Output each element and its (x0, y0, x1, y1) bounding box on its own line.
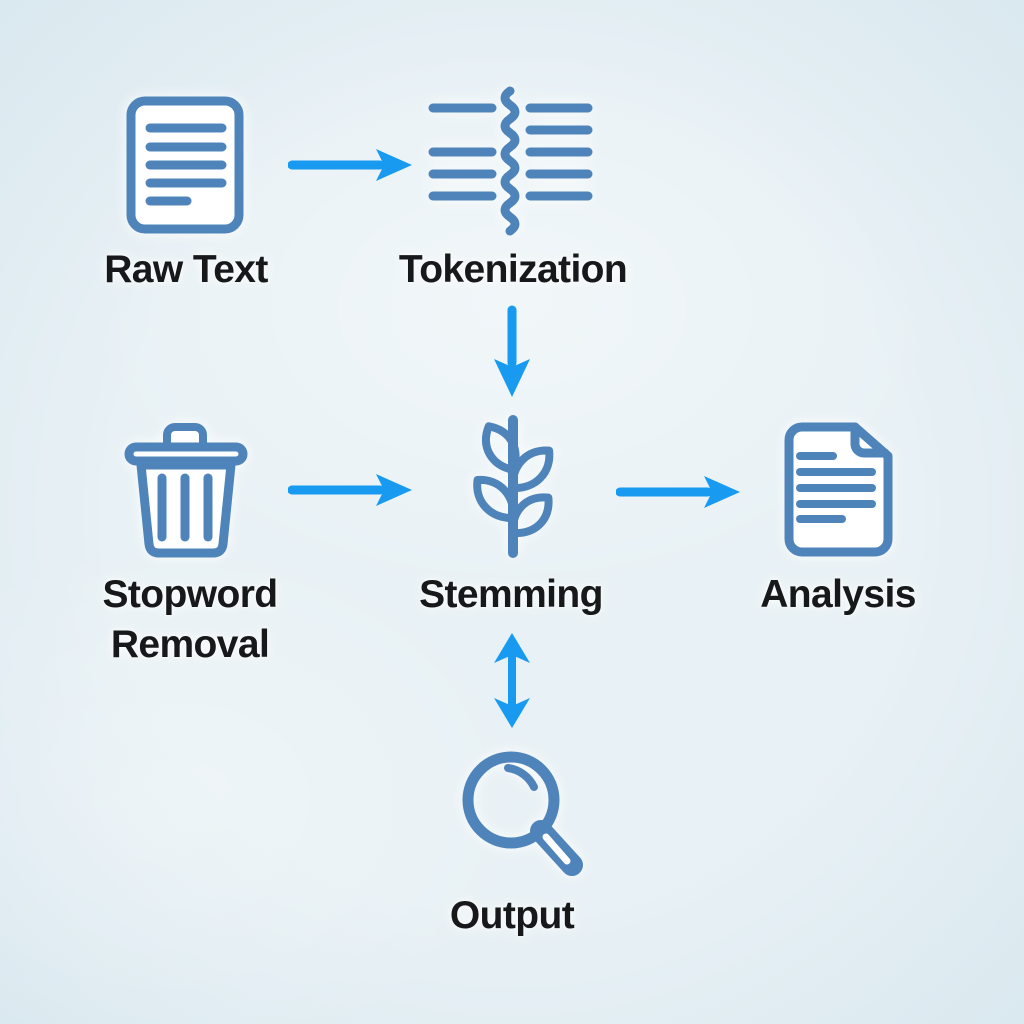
node-label-output: Output (449, 894, 575, 937)
node-label-stemming: Stemming (419, 573, 603, 616)
plant-stem-icon (473, 415, 554, 558)
node-label-tokenization: Tokenization (398, 248, 628, 291)
arrow-stemming-output-bidirectional (494, 633, 530, 728)
document-lines-icon (126, 96, 244, 234)
node-label-raw-text: Raw Text (104, 248, 268, 291)
node-label-stopword-removal: Stopword Removal (102, 573, 278, 666)
trash-can-icon (124, 423, 248, 558)
node-label-analysis: Analysis (760, 573, 916, 616)
arrow-stopword-removal-to-stemming (288, 474, 412, 506)
magnifying-glass-icon (462, 751, 583, 876)
arrow-tokenization-to-stemming (494, 305, 530, 397)
text-split-squiggle-icon (428, 86, 593, 236)
arrow-stemming-to-analysis (616, 476, 740, 508)
arrow-raw-text-to-tokenization (288, 149, 412, 181)
document-page-icon (784, 422, 893, 557)
